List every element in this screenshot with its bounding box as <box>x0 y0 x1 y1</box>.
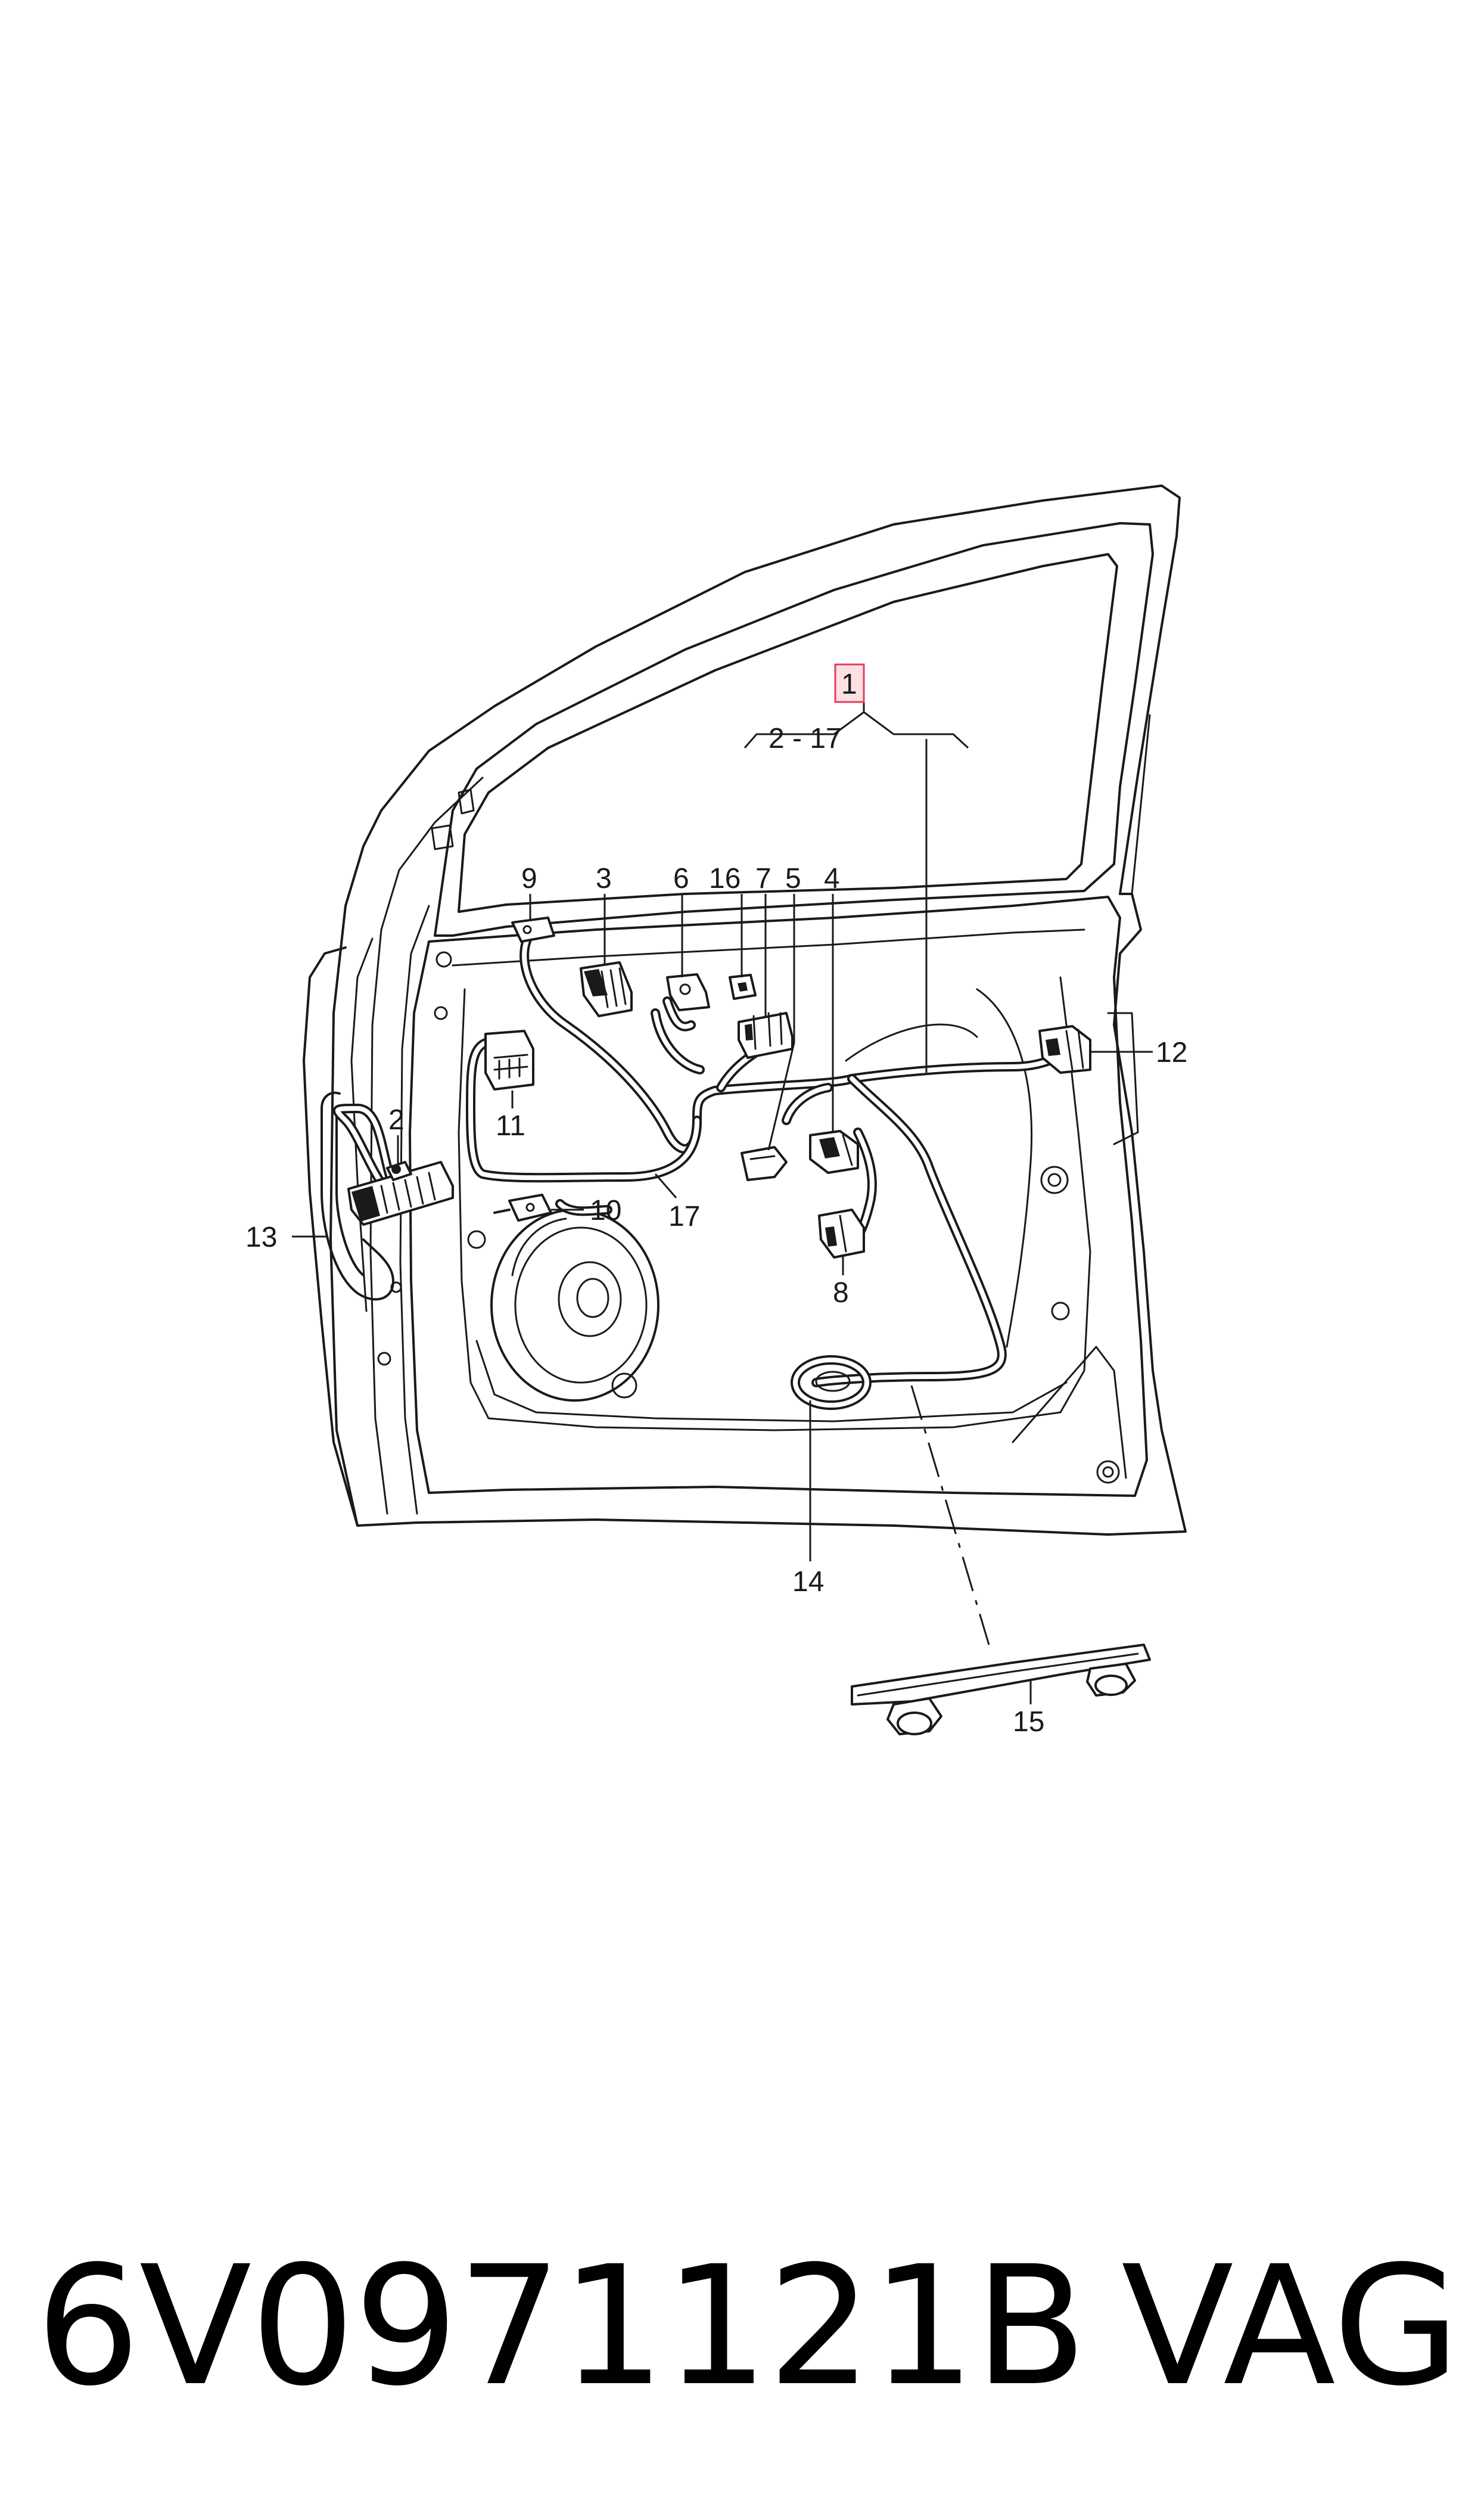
main-label: 1 <box>841 669 857 700</box>
callout-15: 15 <box>1013 1706 1044 1738</box>
connector-16 <box>729 974 757 1000</box>
callout-13: 13 <box>245 1222 277 1253</box>
connector-4 <box>809 1130 859 1174</box>
connector-2 <box>347 1161 454 1226</box>
callout-16: 16 <box>709 863 741 894</box>
callout-3: 3 <box>596 863 612 894</box>
callout-labels: 1 2 - 17 9 3 6 16 7 5 4 11 2 10 17 8 12 … <box>245 663 1187 1738</box>
callout-10: 10 <box>590 1195 621 1226</box>
connector-7 <box>738 1012 794 1059</box>
connector-3 <box>580 961 633 1017</box>
connector-6 <box>666 973 710 1011</box>
hinge-connector-13 <box>321 1091 394 1301</box>
callout-14: 14 <box>792 1566 824 1598</box>
range-label: 2 - 17 <box>769 723 842 754</box>
callout-6: 6 <box>673 863 689 894</box>
brand-name: VAG <box>1121 2231 1460 2422</box>
connector-10 <box>493 1194 552 1222</box>
callout-17: 17 <box>668 1201 700 1232</box>
part-number: 6V0971121B <box>36 2231 1087 2422</box>
callout-12: 12 <box>1156 1037 1187 1069</box>
leader-lines <box>292 702 1153 1704</box>
trim-strip-15 <box>851 1644 1151 1735</box>
callout-8: 8 <box>833 1277 849 1309</box>
connector-9 <box>511 917 555 943</box>
callout-7: 7 <box>755 863 771 894</box>
footer: 6V0971121B VAG <box>0 2229 1484 2425</box>
connector-5 <box>741 1146 788 1181</box>
callout-9: 9 <box>521 863 537 894</box>
door-shell <box>303 484 1187 1536</box>
callout-4: 4 <box>824 863 840 894</box>
door-speaker <box>490 1209 659 1402</box>
callout-5: 5 <box>785 863 801 894</box>
connector-11 <box>484 1030 534 1091</box>
connector-12 <box>1038 1025 1091 1074</box>
connector-8 <box>818 1209 865 1259</box>
callout-11: 11 <box>496 1110 525 1142</box>
callout-2: 2 <box>388 1104 405 1136</box>
main-label-highlight <box>834 663 865 703</box>
